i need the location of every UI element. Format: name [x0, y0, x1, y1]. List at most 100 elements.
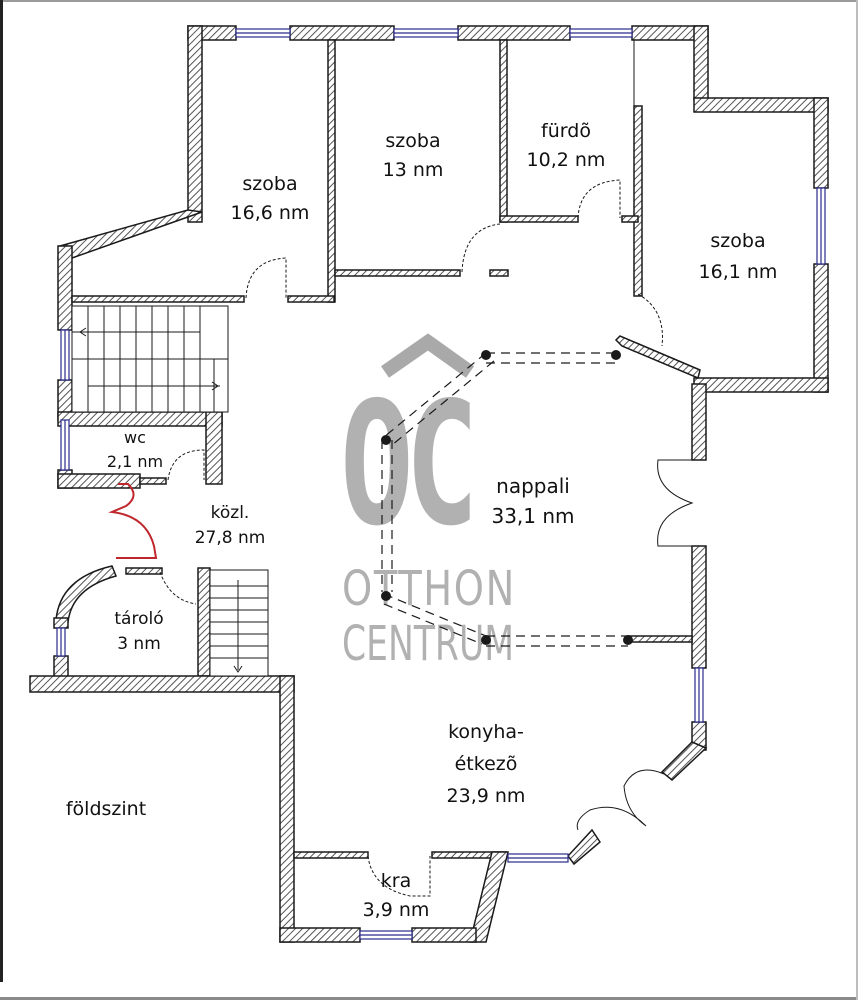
wall — [457, 25, 571, 41]
beams — [381, 352, 628, 647]
wall — [660, 741, 708, 781]
room-name: szoba — [242, 173, 298, 195]
post — [381, 435, 391, 445]
wall — [469, 851, 509, 943]
room-name: wc — [124, 428, 146, 447]
wall — [627, 635, 693, 643]
wall — [691, 383, 707, 461]
room-label-szoba-1: szoba 16,6 nm — [231, 173, 310, 225]
wall — [693, 377, 829, 393]
post — [481, 635, 491, 645]
wall — [327, 39, 336, 303]
watermark-logo: OC — [340, 366, 479, 564]
wall — [293, 851, 369, 859]
post — [381, 591, 391, 601]
room-area: 2,1 nm — [106, 452, 164, 471]
wall — [53, 655, 69, 679]
double-door-terrace — [657, 459, 694, 547]
door-szoba-1 — [245, 257, 287, 299]
wall — [55, 565, 118, 623]
room-name: nappali — [496, 474, 570, 498]
wall — [489, 269, 509, 277]
room-name: közl. — [210, 503, 250, 523]
walls — [29, 25, 829, 943]
wall — [813, 263, 829, 393]
room-label-konyha: konyha- étkezõ 23,9 nm — [447, 720, 526, 808]
room-name: szoba — [710, 230, 766, 252]
wall — [567, 828, 601, 866]
wall — [205, 411, 223, 485]
wall — [499, 39, 508, 223]
room-area: 3 nm — [117, 634, 161, 654]
wall — [279, 927, 361, 943]
doors — [159, 179, 663, 897]
room-area: 33,1 nm — [491, 504, 575, 528]
wall — [621, 215, 639, 223]
wall — [334, 269, 461, 277]
room-area: 27,8 nm — [194, 528, 266, 548]
door-szoba-3 — [637, 293, 663, 347]
wall — [691, 545, 707, 669]
wall — [633, 105, 643, 297]
room-label-kozl: közl. 27,8 nm — [195, 502, 266, 550]
wall — [499, 215, 579, 223]
beam-posts — [381, 350, 633, 645]
wall — [289, 25, 395, 41]
room-area: 23,9 nm — [446, 785, 526, 807]
wall — [57, 473, 141, 489]
room-name-2: étkezõ — [454, 753, 518, 775]
staircase-upper — [71, 305, 229, 413]
wall — [411, 927, 477, 943]
room-area: 13 nm — [382, 159, 444, 181]
room-area: 16,6 nm — [230, 202, 310, 224]
room-label-tarolo: tároló 3 nm — [114, 608, 163, 656]
room-area: 16,1 nm — [698, 261, 778, 283]
wall — [813, 97, 829, 189]
wall — [57, 411, 223, 427]
room-name: szoba — [385, 130, 441, 152]
wall — [125, 567, 163, 575]
door-tarolo — [159, 571, 197, 605]
wall — [197, 567, 211, 677]
watermark-text-otthon: OTTHON — [342, 561, 516, 617]
wall — [71, 295, 245, 303]
wall — [29, 675, 295, 693]
frame-right-edge — [856, 0, 858, 1000]
room-label-furdo: fürdõ 10,2 nm — [527, 120, 606, 172]
door-kamra — [367, 855, 431, 897]
room-label-nappali: nappali 33,1 nm — [491, 475, 574, 528]
wall — [187, 25, 203, 223]
door-wc — [167, 449, 205, 481]
room-name: konyha- — [448, 721, 524, 743]
wall — [287, 295, 335, 303]
post — [481, 350, 491, 360]
wall — [693, 25, 709, 101]
staircase-lower — [209, 569, 269, 677]
door-szoba-2 — [461, 223, 501, 273]
watermark-roof-icon — [380, 333, 475, 378]
wall — [139, 477, 167, 485]
door-furdo — [577, 179, 621, 219]
room-name: kra — [380, 870, 412, 892]
wall — [57, 209, 203, 259]
room-name: tároló — [114, 609, 164, 629]
wall — [53, 617, 69, 629]
room-area: 3,9 nm — [362, 899, 430, 921]
wall — [693, 97, 829, 113]
wall — [279, 675, 295, 943]
windows — [56, 28, 826, 940]
room-label-szoba-3: szoba 16,1 nm — [699, 230, 778, 284]
frame-left-edge — [0, 0, 3, 982]
room-label-szoba-2: szoba 13 nm — [383, 130, 444, 182]
room-area: 10,2 nm — [526, 149, 606, 171]
post — [611, 350, 621, 360]
room-name: fürdõ — [541, 120, 591, 142]
room-label-kamra: kra 3,9 nm — [363, 870, 430, 922]
post — [623, 635, 633, 645]
doors-solid — [576, 459, 694, 831]
wall — [57, 245, 73, 331]
double-door-kitchen — [576, 769, 665, 831]
entrance-door — [108, 483, 158, 559]
